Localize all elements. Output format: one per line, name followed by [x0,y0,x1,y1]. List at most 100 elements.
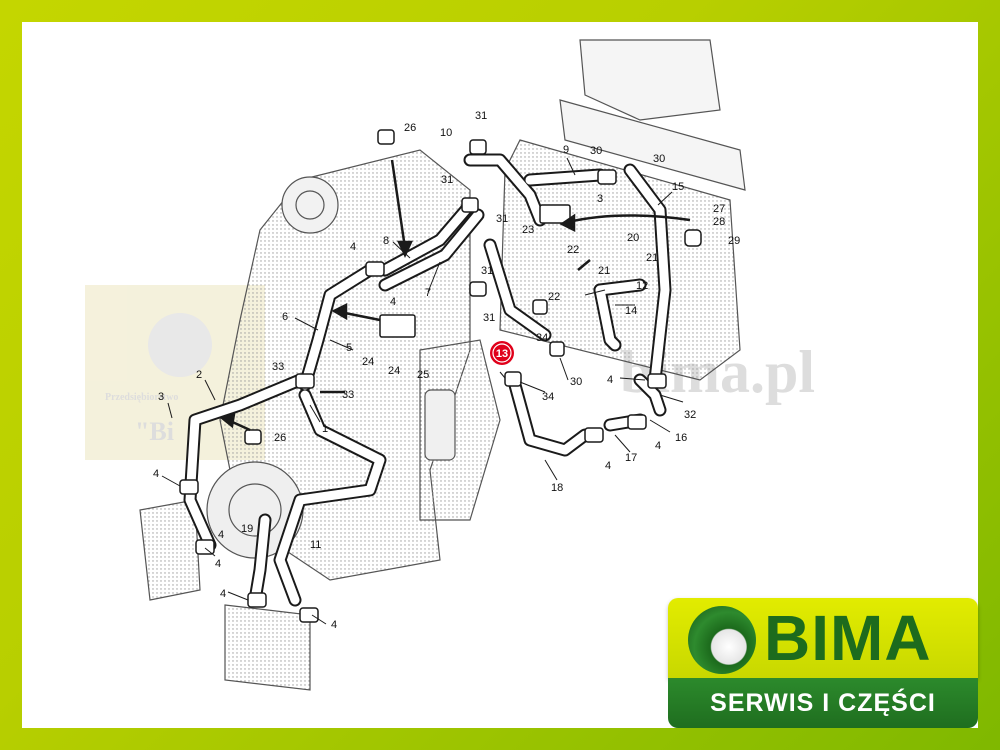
arrow-head [397,240,413,258]
clamps [179,129,702,623]
clamp [597,169,617,185]
arrow-head [219,412,236,429]
logo-top-panel: BIMA [668,598,978,678]
clamp [469,139,487,155]
callout-5: 5 [346,342,352,354]
callout-4-mid-low: 4 [390,296,396,308]
clamp [247,592,267,608]
logo-name: BIMA [764,602,932,674]
callout-3: 3 [158,391,164,403]
callout-17: 17 [625,452,637,464]
oil-cooler-outline [139,499,311,691]
clamp [647,373,667,389]
left-cooler [139,499,201,601]
bima-logo[interactable]: BIMA SERWIS I CZĘŚCI [668,598,978,728]
callout-27: 27 [713,203,725,215]
watermark-company: Przedsiębiorstwo [105,392,178,403]
clamp [584,427,604,443]
arrow-22 [577,259,591,271]
clamp [469,281,487,297]
cooling-hose-diagram: Przedsiębiorstwo "Bi bima.pl [85,39,815,691]
callout-33-right: 33 [342,389,354,401]
callout-32: 32 [684,409,696,421]
callout-34-low: 34 [542,391,554,403]
callout-9: 9 [563,144,569,156]
callout-8: 8 [383,235,389,247]
bracket-24 [379,314,416,338]
callout-22-top: 22 [567,244,579,256]
bracket-23 [539,204,571,224]
callout-3-top: 3 [597,193,603,205]
arrow-26 [390,159,407,249]
callout-31-d: 31 [481,265,493,277]
callout-4-spare: 4 [218,529,224,541]
highlight-ring [492,343,512,363]
callout-22-low: 22 [548,291,560,303]
leader-lines [161,157,684,625]
callout-31-e: 31 [483,312,495,324]
turbocharger [281,176,339,234]
callout-29: 29 [728,235,740,247]
callout-24-left: 24 [362,356,374,368]
callout-33-left: 33 [272,361,284,373]
callout-31-b: 31 [441,174,453,186]
clamp [365,261,385,277]
callout-16: 16 [675,432,687,444]
callout-4-mid: 4 [350,241,356,253]
callout-21-right: 21 [646,252,658,264]
lower-cooler [224,604,311,691]
callout-20: 20 [627,232,639,244]
callout-34-top: 34 [536,332,548,344]
arrow-head [559,213,576,233]
callout-14: 14 [625,305,637,317]
pointer-arrows [219,159,691,432]
clamp-26-top [377,129,395,145]
highlight-label: 13 [496,348,508,360]
callout-19: 19 [241,523,253,535]
diagram-canvas: Przedsiębiorstwo "Bi bima.pl [22,22,978,728]
clamp [549,341,565,357]
hoses [183,153,672,607]
pulley-hub [228,483,282,537]
callout-4-bottom-right: 4 [331,619,337,631]
callout-4-right: 4 [607,374,613,386]
callout-11: 11 [310,539,321,551]
arrow-head [331,302,348,321]
callout-30-right: 30 [653,153,665,165]
callout-12: 12 [636,280,648,292]
callout-4-lower: 4 [605,460,611,472]
logo-ball-icon [688,606,756,674]
callout-25: 25 [417,369,429,381]
callout-28: 28 [713,216,725,228]
clamp [195,539,215,555]
callout-2: 2 [196,369,202,381]
callout-26-top: 26 [404,122,416,134]
callout-4-bottom: 4 [220,588,226,600]
radiator-outline [499,39,746,381]
callout-6: 6 [282,311,288,323]
callout-23: 23 [522,224,534,236]
clamp [295,373,315,389]
callout-18: 18 [551,482,563,494]
callout-4-lower-right: 4 [655,440,661,452]
filter-housing [419,339,501,521]
turbo-inner [295,190,325,220]
watermark-quote: "Bi [135,417,174,446]
watermark-ball [148,313,212,377]
expansion-tank [579,39,721,121]
arrow-27-29 [567,214,691,224]
callout-10: 10 [440,127,452,139]
bracket-29 [684,229,702,247]
highlight-part-13[interactable]: 13 [490,341,514,365]
logo-tagline: SERWIS I CZĘŚCI [668,678,978,728]
callout-24-right: 24 [388,365,400,377]
oil-filter [424,389,456,461]
callout-26-mid: 26 [274,432,286,444]
callout-7: 7 [425,287,431,299]
callout-30-low: 30 [570,376,582,388]
clamp [504,371,522,387]
callout-30-top: 30 [590,145,602,157]
callout-21-left: 21 [598,265,610,277]
callout-31-a: 31 [475,110,487,122]
clamp [461,197,479,213]
